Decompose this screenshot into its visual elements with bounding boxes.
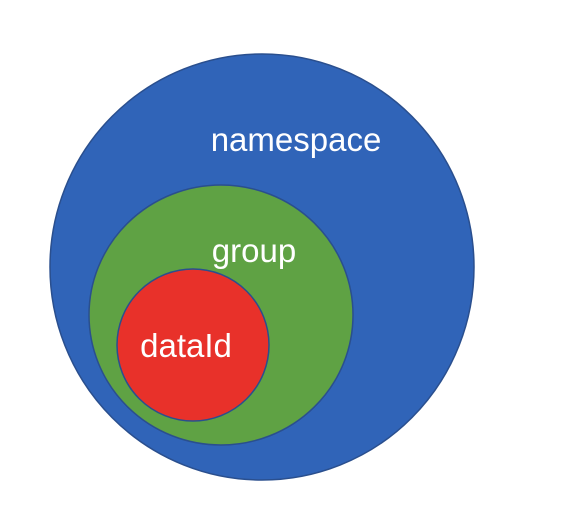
dataid-circle bbox=[116, 268, 270, 422]
namespace-label: namespace bbox=[211, 121, 382, 158]
group-label: group bbox=[212, 232, 296, 269]
dataid-label: dataId bbox=[140, 327, 232, 364]
